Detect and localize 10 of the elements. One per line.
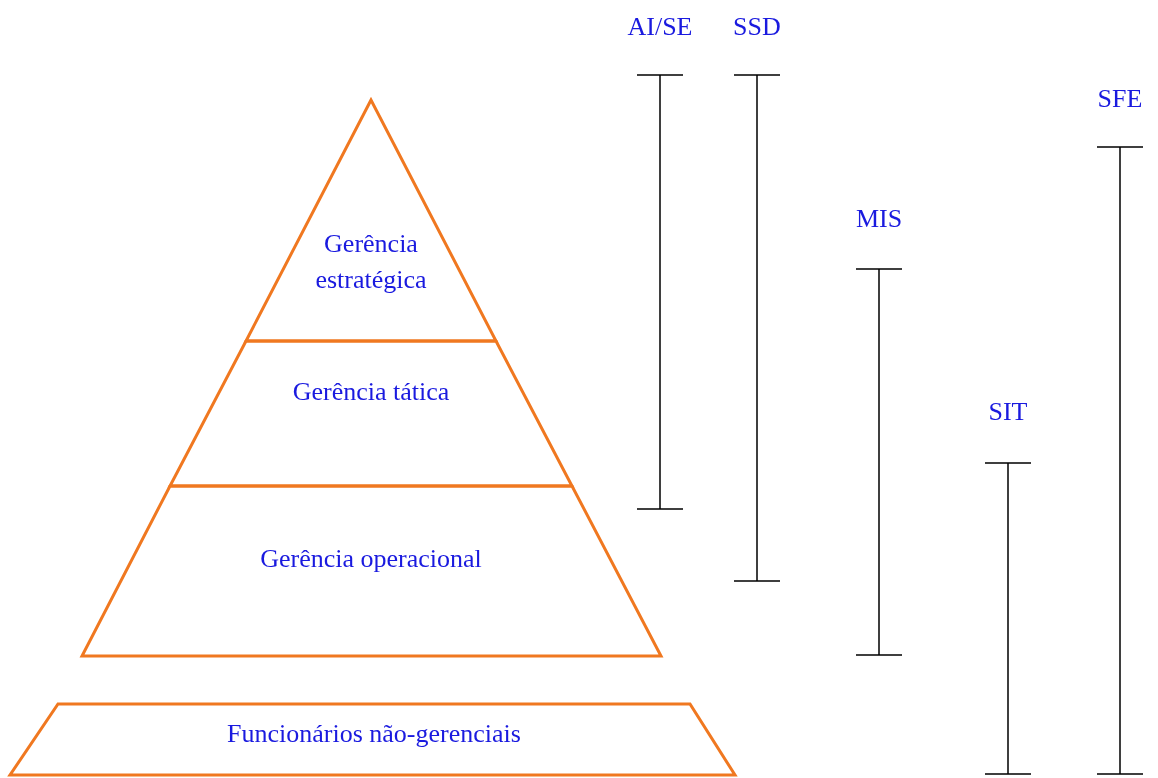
level-label: Gerência tática: [291, 376, 451, 408]
trapezoid-band: [4, 700, 741, 778]
system-label: MIS: [856, 204, 903, 234]
level-label: Funcionários não-gerenciais: [226, 718, 522, 750]
system-label: SSD: [733, 12, 781, 42]
system-label: SFE: [1097, 84, 1143, 114]
level-label: Gerência operacional: [259, 543, 483, 575]
system-label: SIT: [988, 397, 1028, 427]
level-label: Gerência estratégica: [314, 228, 428, 296]
system-label: AI/SE: [627, 12, 693, 42]
